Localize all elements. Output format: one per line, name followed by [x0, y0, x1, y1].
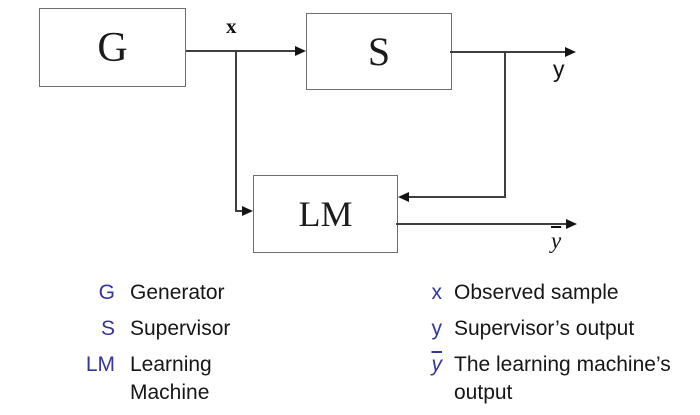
wire-y-feedback-vertical [504, 51, 506, 197]
legend-text-supervisor-output: Supervisor’s output [454, 317, 635, 340]
legend-item-observed-sample: x Observed sample [428, 279, 700, 307]
legend-text-generator: Generator [130, 281, 225, 304]
legend-key-s: S [100, 317, 115, 340]
wire-x-branch-to-lm [235, 210, 244, 212]
arrowhead-learning-machine-output [566, 219, 577, 229]
learning-machine-box: LM [253, 175, 398, 253]
legend-item-supervisor-output: y Supervisor’s output [428, 315, 700, 343]
legend-key-y: y [431, 317, 443, 340]
arrowhead-into-supervisor [295, 46, 306, 56]
supervisor-box-label: S [367, 29, 391, 74]
generator-box-label: G [97, 24, 128, 71]
legend-text-observed-sample: Observed sample [454, 281, 619, 304]
legend-text-supervisor: Supervisor [130, 317, 231, 340]
wire-y-feedback-to-lm [407, 196, 506, 198]
signal-label-x: x [226, 14, 237, 38]
arrowhead-y-into-learning-machine [398, 192, 409, 202]
legend-key-y-bar: y [431, 353, 443, 376]
legend-item-learning-machine: LM Learning Machine [85, 351, 250, 407]
legend-text-learning-machine: Learning Machine [130, 353, 212, 404]
wire-g-to-s [186, 50, 298, 52]
arrowhead-x-into-learning-machine [242, 206, 253, 216]
signal-label-y-bar: y [551, 228, 562, 253]
signal-label-y: y [553, 56, 565, 82]
legend-item-supervisor: S Supervisor [85, 315, 250, 343]
supervisor-box: S [306, 13, 452, 90]
legend-item-learning-machine-output: y The learning machine’s output [428, 351, 700, 407]
wire-s-output [450, 51, 567, 53]
generator-box: G [39, 8, 186, 87]
legend-key-x: x [431, 281, 443, 304]
learning-machine-box-label: LM [298, 194, 353, 234]
arrowhead-supervisor-output [565, 47, 576, 57]
legend-left-column: G Generator S Supervisor LM Learning Machin… [85, 279, 250, 415]
wire-lm-output [396, 223, 567, 225]
wire-x-branch-vertical [235, 50, 237, 211]
legend-text-learning-machine-output: The learning machine’s output [454, 353, 671, 404]
legend-key-lm: LM [85, 353, 115, 376]
legend-item-generator: G Generator [85, 279, 250, 307]
legend-key-g: G [98, 281, 115, 304]
